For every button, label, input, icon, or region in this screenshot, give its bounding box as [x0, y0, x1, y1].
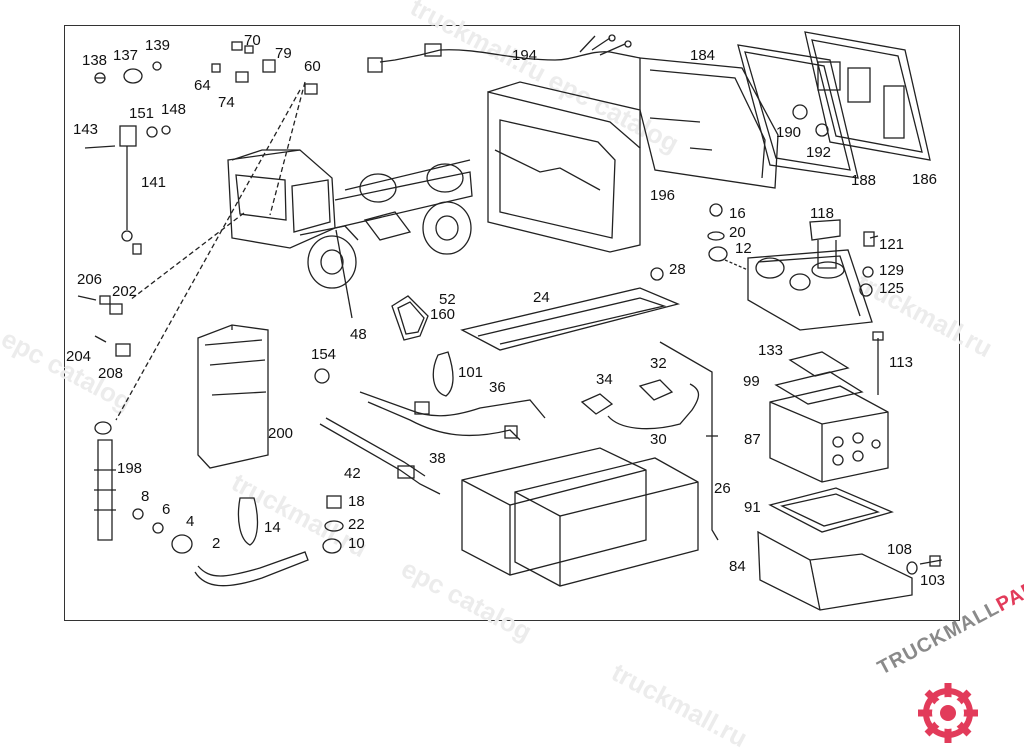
part-label: 2	[212, 535, 221, 552]
part-label: 87	[744, 431, 761, 448]
part-label: 148	[161, 101, 187, 118]
part-label: 121	[879, 236, 905, 253]
part-label: 42	[344, 465, 361, 482]
part-label: 206	[77, 271, 103, 288]
part-label: 101	[458, 364, 484, 381]
part-label: 34	[596, 371, 613, 388]
part-label: 8	[141, 488, 150, 505]
part-label: 6	[162, 501, 171, 518]
part-label: 99	[743, 373, 760, 390]
part-label: 196	[650, 187, 676, 204]
part-label: 198	[117, 460, 143, 477]
part-label: 204	[66, 348, 92, 365]
part-label: 133	[758, 342, 784, 359]
part-label: 190	[776, 124, 802, 141]
part-label: 184	[690, 47, 716, 64]
part-label: 202	[112, 283, 138, 300]
part-label: 74	[218, 94, 235, 111]
part-label: 103	[920, 572, 946, 589]
part-label: 108	[887, 541, 913, 558]
part-label: 32	[650, 355, 667, 372]
part-label: 4	[186, 513, 195, 530]
part-label: 186	[912, 171, 938, 188]
part-label: 16	[729, 205, 746, 222]
part-label: 192	[806, 144, 832, 161]
part-label: 14	[264, 519, 281, 536]
part-label: 139	[145, 37, 171, 54]
part-label: 188	[851, 172, 877, 189]
part-label: 22	[348, 516, 365, 533]
part-label: 200	[268, 425, 294, 442]
part-label: 26	[714, 480, 731, 497]
part-label: 70	[244, 32, 261, 49]
part-label: 91	[744, 499, 761, 516]
part-label: 24	[533, 289, 550, 306]
part-label: 60	[304, 58, 321, 75]
part-label: 143	[73, 121, 99, 138]
part-label: 64	[194, 77, 211, 94]
part-label: 28	[669, 261, 686, 278]
part-label: 125	[879, 280, 905, 297]
part-label: 38	[429, 450, 446, 467]
part-label: 137	[113, 47, 139, 64]
part-label: 20	[729, 224, 746, 241]
part-label: 118	[810, 205, 834, 222]
part-label: 113	[889, 354, 913, 371]
part-label: 52	[439, 291, 456, 308]
part-label: 151	[129, 105, 155, 122]
part-label: 10	[348, 535, 365, 552]
part-label: 30	[650, 431, 667, 448]
part-label: 36	[489, 379, 506, 396]
part-label: 194	[512, 47, 538, 64]
part-label: 138	[82, 52, 108, 69]
part-label: 12	[735, 240, 752, 257]
part-label: 84	[729, 558, 746, 575]
truckmall-logo-icon	[918, 683, 978, 743]
part-label: 141	[141, 174, 167, 191]
part-label: 154	[311, 346, 337, 363]
part-label: 48	[350, 326, 367, 343]
part-label: 129	[879, 262, 905, 279]
part-label: 160	[430, 306, 456, 323]
part-label: 208	[98, 365, 124, 382]
part-label: 18	[348, 493, 365, 510]
diagram-frame	[64, 25, 960, 621]
part-label: 79	[275, 45, 292, 62]
